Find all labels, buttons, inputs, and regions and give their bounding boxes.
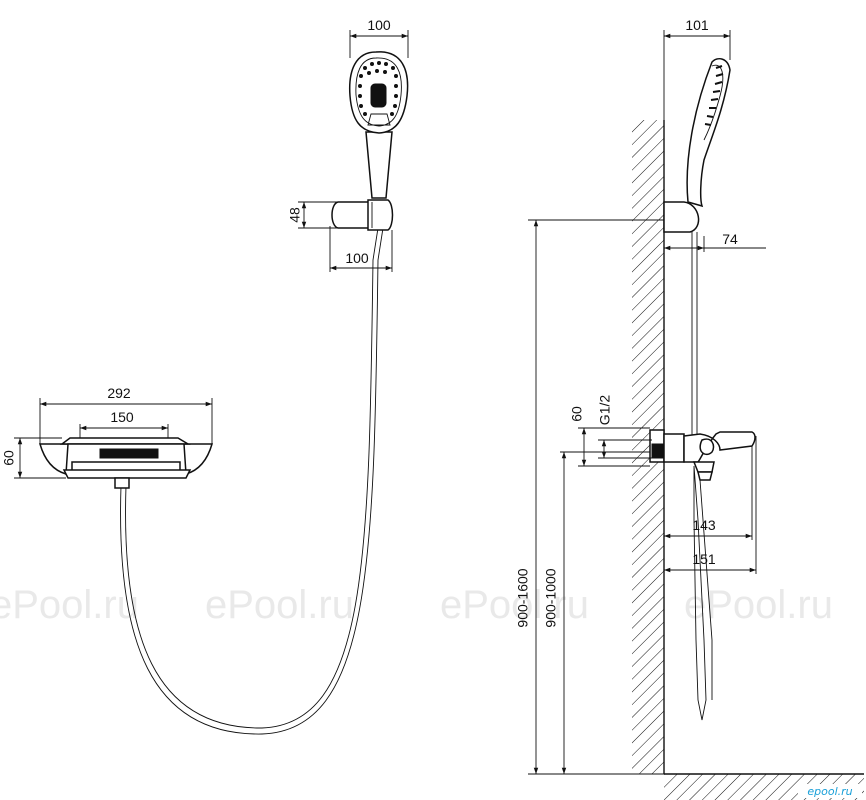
shower-hose — [120, 227, 384, 735]
epool-logo: epool.ru — [798, 784, 862, 798]
dimension-holder-offset: 74 — [722, 231, 738, 247]
hand-shower — [348, 51, 409, 199]
dimension-spout-projection: 143 — [692, 517, 716, 533]
side-view: 101 74 60 G1/2 143 151 900-1600 900-1000 — [515, 17, 864, 800]
hose-connector — [114, 477, 130, 489]
dimension-spout-height: 60 — [1, 450, 17, 466]
watermark: ePool.ru — [684, 583, 833, 627]
watermark: ePool.ru — [0, 583, 139, 627]
dimension-holder-height: 48 — [287, 207, 303, 223]
dimension-spout-width: 292 — [107, 385, 131, 401]
watermark: ePool.ru — [205, 583, 354, 627]
dimension-tray-width: 150 — [110, 409, 134, 425]
dimension-total-projection: 151 — [692, 551, 716, 567]
hand-shower-handle — [365, 131, 393, 199]
dimension-handshower-width: 100 — [367, 17, 391, 33]
spray-face-insert — [370, 83, 387, 108]
spout-tray-grid — [99, 448, 159, 459]
dimension-holder-mount-height: 900-1600 — [515, 568, 531, 627]
hand-shower-side — [686, 57, 731, 208]
dimension-handshower-depth: 101 — [685, 17, 709, 33]
front-view: 100 48 100 292 150 60 — [1, 17, 409, 735]
dimension-holder-width: 100 — [345, 250, 369, 266]
dimension-spout-mount-height: 900-1000 — [543, 568, 559, 627]
logo-text: epool.ru — [807, 785, 852, 798]
spout-side — [649, 429, 756, 481]
shower-hose-inner — [125, 227, 379, 729]
bath-spout — [39, 437, 213, 489]
wall-holder-side — [663, 201, 700, 233]
dimension-side-spout-height: 60 — [569, 406, 585, 422]
thread-label: G1/2 — [597, 395, 613, 426]
wall-holder — [331, 199, 394, 231]
wall-connection — [651, 443, 665, 459]
spray-nozzles — [358, 61, 398, 116]
